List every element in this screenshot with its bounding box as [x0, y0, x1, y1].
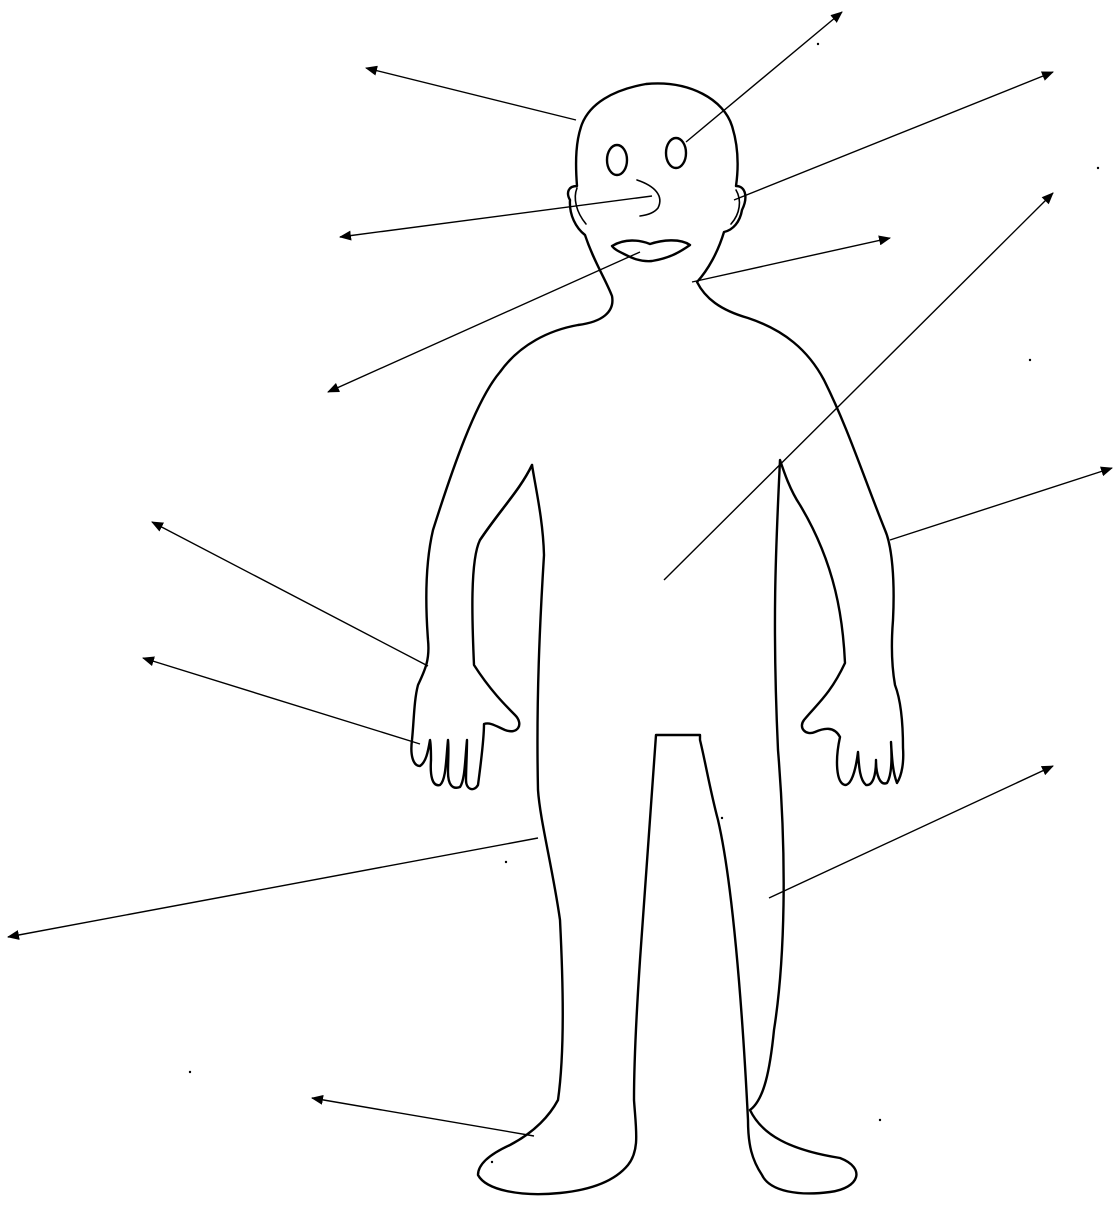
finger-arrow — [143, 658, 420, 744]
left-arm-inner — [480, 465, 532, 540]
foot-arrow — [312, 1098, 534, 1136]
left-eye — [607, 145, 627, 175]
speck — [1097, 167, 1099, 169]
mouth — [612, 240, 690, 261]
nose-arrow — [340, 196, 652, 237]
speck — [189, 1071, 191, 1073]
leg-arrow — [8, 838, 538, 937]
stomach-arrow — [664, 193, 1053, 580]
speck — [721, 817, 723, 819]
right-eye — [666, 138, 686, 168]
speck — [505, 861, 507, 863]
ear-arrow — [734, 72, 1053, 200]
human-figure — [189, 43, 1099, 1194]
body-outline — [411, 83, 903, 1194]
label-arrows — [8, 12, 1112, 1136]
speck — [491, 1161, 493, 1163]
speck — [817, 43, 819, 45]
neck-arrow — [692, 238, 890, 282]
speck — [879, 1119, 881, 1121]
knee-arrow — [769, 766, 1053, 898]
head-arrow — [366, 68, 576, 120]
hand-arrow — [152, 522, 428, 666]
eye-arrow — [686, 12, 842, 142]
arm-arrow — [890, 468, 1112, 540]
speck — [1029, 359, 1031, 361]
